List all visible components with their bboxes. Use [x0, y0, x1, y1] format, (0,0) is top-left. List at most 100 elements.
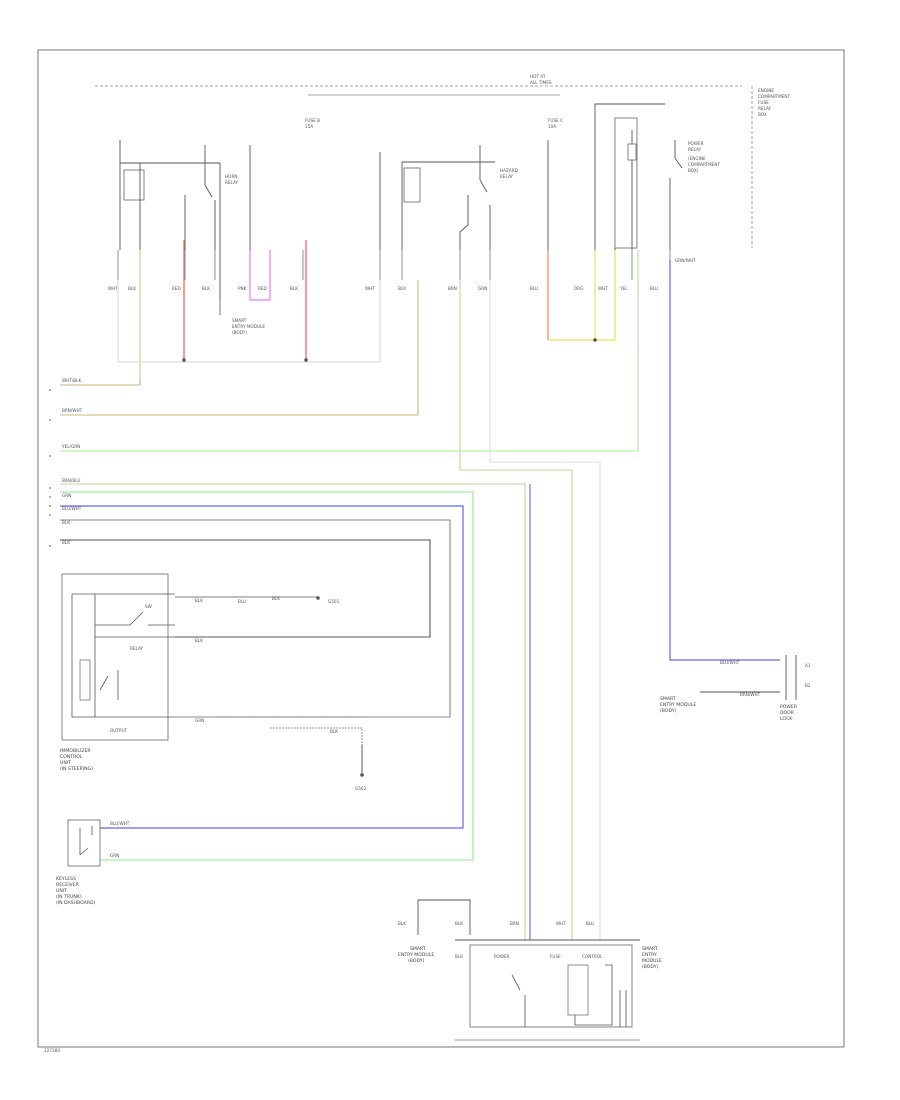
wire-pink [249, 250, 271, 301]
receiver-box [67, 819, 101, 867]
immobilizer-l2: CONTROL [60, 754, 83, 760]
mid-fuse-amp: 10A [548, 124, 556, 129]
harness-wire-4-label: BRN/BLU [62, 478, 80, 483]
mid-fuse-label: FUSE C [548, 118, 563, 123]
receiver-l4: (IN TRUNK) [56, 894, 82, 900]
horn-relay-l2: RELAY [225, 180, 239, 185]
conn-l-3: RED [172, 286, 181, 291]
conn-r-2: WHT [598, 286, 608, 291]
splice-3 [304, 358, 308, 362]
conn-r-4: BLU [650, 286, 658, 291]
splice-2 [182, 358, 186, 362]
conn-m-3: GRN [478, 286, 487, 291]
smart-module-l2: ENTRY MODULE [232, 324, 265, 329]
bottom-module-left-3: (BODY) [408, 958, 425, 964]
bottom-left-bracket [417, 899, 471, 935]
bottom-pin-6: BLK [455, 954, 463, 959]
immobilizer-internals [71, 593, 175, 718]
plug-contacts [785, 655, 797, 700]
harness-wire-1-label: WHT/BLK [62, 378, 81, 383]
plug-l3: LOCK [780, 716, 793, 722]
ground-g502: G502 [355, 786, 367, 791]
harness-wire-5 [60, 491, 474, 861]
bottom-inner-1: POWER [494, 954, 510, 959]
receiver-wire-grn: GRN [110, 853, 119, 858]
connector-row: WHT BLK RED BLK PNK RED BLK WHT BLK BRN … [108, 258, 696, 291]
horn-relay-l1: HORN [225, 174, 238, 179]
bottom-side-3: MODULE [642, 958, 662, 964]
power-relay-l1: POWER [688, 141, 704, 146]
harness-wire-2-label: BRN/WHT [62, 408, 83, 413]
wire-white-3 [489, 280, 601, 940]
plug-pin-b2: B2 [805, 683, 811, 688]
bottom-module-left-2: ENTRY MODULE [398, 952, 434, 958]
conn-l-8: WHT [365, 286, 375, 291]
bottom-side-1: SMART [642, 946, 658, 952]
right-pin-1: BLU/WHT [720, 660, 740, 665]
immobilizer-l1: IMMOBILIZER [60, 748, 91, 754]
power-relay-l2: RELAY [688, 147, 702, 152]
immobilizer-rpin-2: GRN [195, 718, 204, 723]
receiver-l3: UNIT [56, 888, 67, 894]
ground-dot-g501 [316, 596, 320, 600]
harness-wire-8 [60, 539, 431, 638]
harness-wire-4 [60, 483, 526, 940]
left-fuse-label: FUSE B [305, 118, 320, 123]
hot-label: HOT AT [530, 74, 546, 79]
bottom-module-box [469, 944, 633, 1028]
footer-code: 127380 [44, 1048, 60, 1053]
diagram-frame [37, 49, 845, 1048]
harness-wire-2 [60, 280, 419, 416]
immobilizer-out: OUTPUT [110, 728, 128, 733]
bottom-module-left-1: SMART [410, 946, 426, 952]
splice-1 [593, 338, 597, 342]
engine-box-l4: RELAY [758, 106, 772, 111]
harness-wire-6 [60, 505, 464, 829]
ground-lead [218, 716, 365, 770]
wire-blue-right [669, 260, 780, 661]
bottom-inner-3: CONTROL [582, 954, 603, 959]
conn-m-1: BLK [398, 286, 406, 291]
receiver-wire-blu: BLU/WHT [110, 821, 130, 826]
harness-wire-8-label: BLK [62, 540, 70, 545]
power-relay-l5: BOX) [688, 168, 699, 173]
conn-l-7: BLK [290, 286, 298, 291]
receiver-internals [79, 826, 93, 856]
conn-r-5: GRN/WHT [675, 258, 696, 263]
power-relay-l3: (ENGINE [688, 156, 706, 161]
ground-g501: G501 [328, 599, 340, 604]
immobilizer-box [61, 573, 169, 741]
conn-r-3: YEL [619, 286, 628, 291]
mid-relay-group [379, 145, 495, 250]
immobilizer-rpin-1: BLK [195, 638, 203, 643]
conn-r-1: ORG [574, 286, 583, 291]
connector-stubs [117, 250, 671, 280]
bottom-side-4: (BODY) [642, 964, 659, 970]
right-module-l1: SMART [660, 696, 676, 702]
immobilizer-l3: UNIT [60, 760, 71, 766]
ground-dot-g502 [360, 773, 364, 777]
harness-wire-3 [60, 250, 639, 452]
bottom-pin-5: BLU [586, 921, 594, 926]
bottom-side-2: ENTRY [642, 952, 657, 958]
hot-label-2: ALL TIMES [530, 80, 552, 85]
smart-module-l1: SMART [232, 318, 247, 323]
bottom-pin-3: BRN [510, 921, 519, 926]
power-relay-l4: COMPARTMENT [688, 162, 721, 167]
conn-l-6: RED [258, 286, 267, 291]
left-wire-ticks [49, 389, 51, 547]
right-relay-group [547, 103, 683, 255]
harness-wire-5-label: GRN [62, 493, 71, 498]
wire-tan-2 [459, 280, 573, 940]
engine-box-l3: FUSE [758, 100, 769, 105]
conn-m-2: BRN [448, 286, 457, 291]
plug-l1: POWER [780, 704, 798, 710]
left-fuse-amp: 15A [305, 124, 313, 129]
conn-l-2: BLK [128, 286, 136, 291]
harness-wire-3-label: YEL/GRN [61, 444, 80, 449]
ground-wire-lbl: BLK [330, 729, 338, 734]
immobilizer-pin-3: BLK [272, 596, 280, 601]
engine-box-l5: BOX [758, 112, 767, 117]
conn-l-5: PNK [238, 286, 247, 291]
